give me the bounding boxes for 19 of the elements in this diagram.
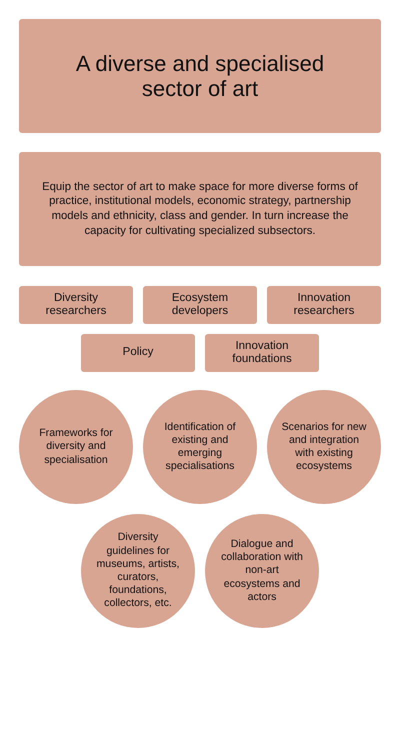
stakeholder-label: Innovation researchers [292,292,356,318]
description-text: Equip the sector of art to make space for more diverse forms of practice, institutional models, economic strategy, partnership models and ethnicity, class and gender. In turn increase the capacity for cultivating specialized subsectors. [41,180,359,238]
stakeholder-box [143,286,257,324]
title-text: A diverse and specialised sector of art [74,50,326,102]
stakeholder-box [205,334,319,372]
stakeholder-label: Ecosystem developers [170,292,230,318]
title-box [19,19,381,133]
outcome-text: Diversity guidelines for museums, artists, curators, foundations, collectors, etc. [95,531,180,611]
description-box [19,152,381,266]
stakeholder-box [267,286,381,324]
outcome-text: Identification of existing and emerging specialisations [163,420,237,474]
outcome-text: Scenarios for new and integration with existing ecosystems [281,420,367,474]
stakeholder-box [81,334,195,372]
outcome-text: Dialogue and collaboration with non-art ecosystems and actors [220,538,304,604]
stakeholder-label: Innovation foundations [231,340,293,366]
stakeholder-label: Policy [122,346,154,360]
stakeholder-label: Diversity researchers [44,292,108,318]
outcome-text: Frameworks for diversity and specialisation [38,427,114,467]
stakeholder-box [19,286,133,324]
